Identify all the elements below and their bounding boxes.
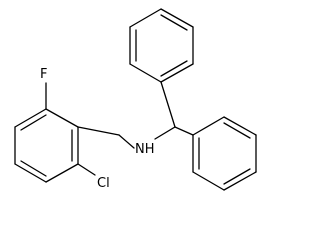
bond bbox=[129, 8, 162, 28]
bond bbox=[154, 126, 176, 140]
bond bbox=[174, 126, 194, 136]
bond bbox=[118, 134, 135, 149]
bond bbox=[160, 63, 194, 83]
double-bond bbox=[20, 160, 47, 177]
bond bbox=[223, 171, 257, 191]
fluorine-label: F bbox=[40, 67, 47, 82]
bond bbox=[45, 108, 79, 128]
bond bbox=[14, 108, 47, 128]
chlorofluorophenyl-ring bbox=[14, 108, 79, 183]
double-bond bbox=[20, 114, 47, 131]
upper-phenyl-ring bbox=[129, 8, 194, 83]
bond bbox=[77, 126, 120, 136]
double-bond bbox=[160, 14, 188, 31]
bond bbox=[129, 63, 162, 83]
bond bbox=[192, 171, 225, 191]
bond bbox=[160, 81, 176, 128]
bond bbox=[223, 116, 257, 136]
double-bond bbox=[223, 168, 251, 185]
bond bbox=[192, 116, 225, 136]
chlorine-label: Cl bbox=[97, 176, 110, 191]
chemical-structure-diagram: F NH Cl bbox=[14, 8, 257, 191]
bond bbox=[14, 163, 47, 183]
double-bond bbox=[223, 122, 251, 139]
double-bond bbox=[160, 60, 188, 77]
bond bbox=[77, 163, 96, 176]
bond bbox=[45, 163, 79, 183]
amine-label: NH bbox=[135, 142, 155, 157]
methine-bonds bbox=[154, 81, 194, 140]
halogen-bonds bbox=[45, 82, 96, 176]
lower-phenyl-ring bbox=[192, 116, 257, 191]
bond bbox=[160, 8, 194, 28]
benzyl-linker-bonds bbox=[77, 126, 135, 149]
